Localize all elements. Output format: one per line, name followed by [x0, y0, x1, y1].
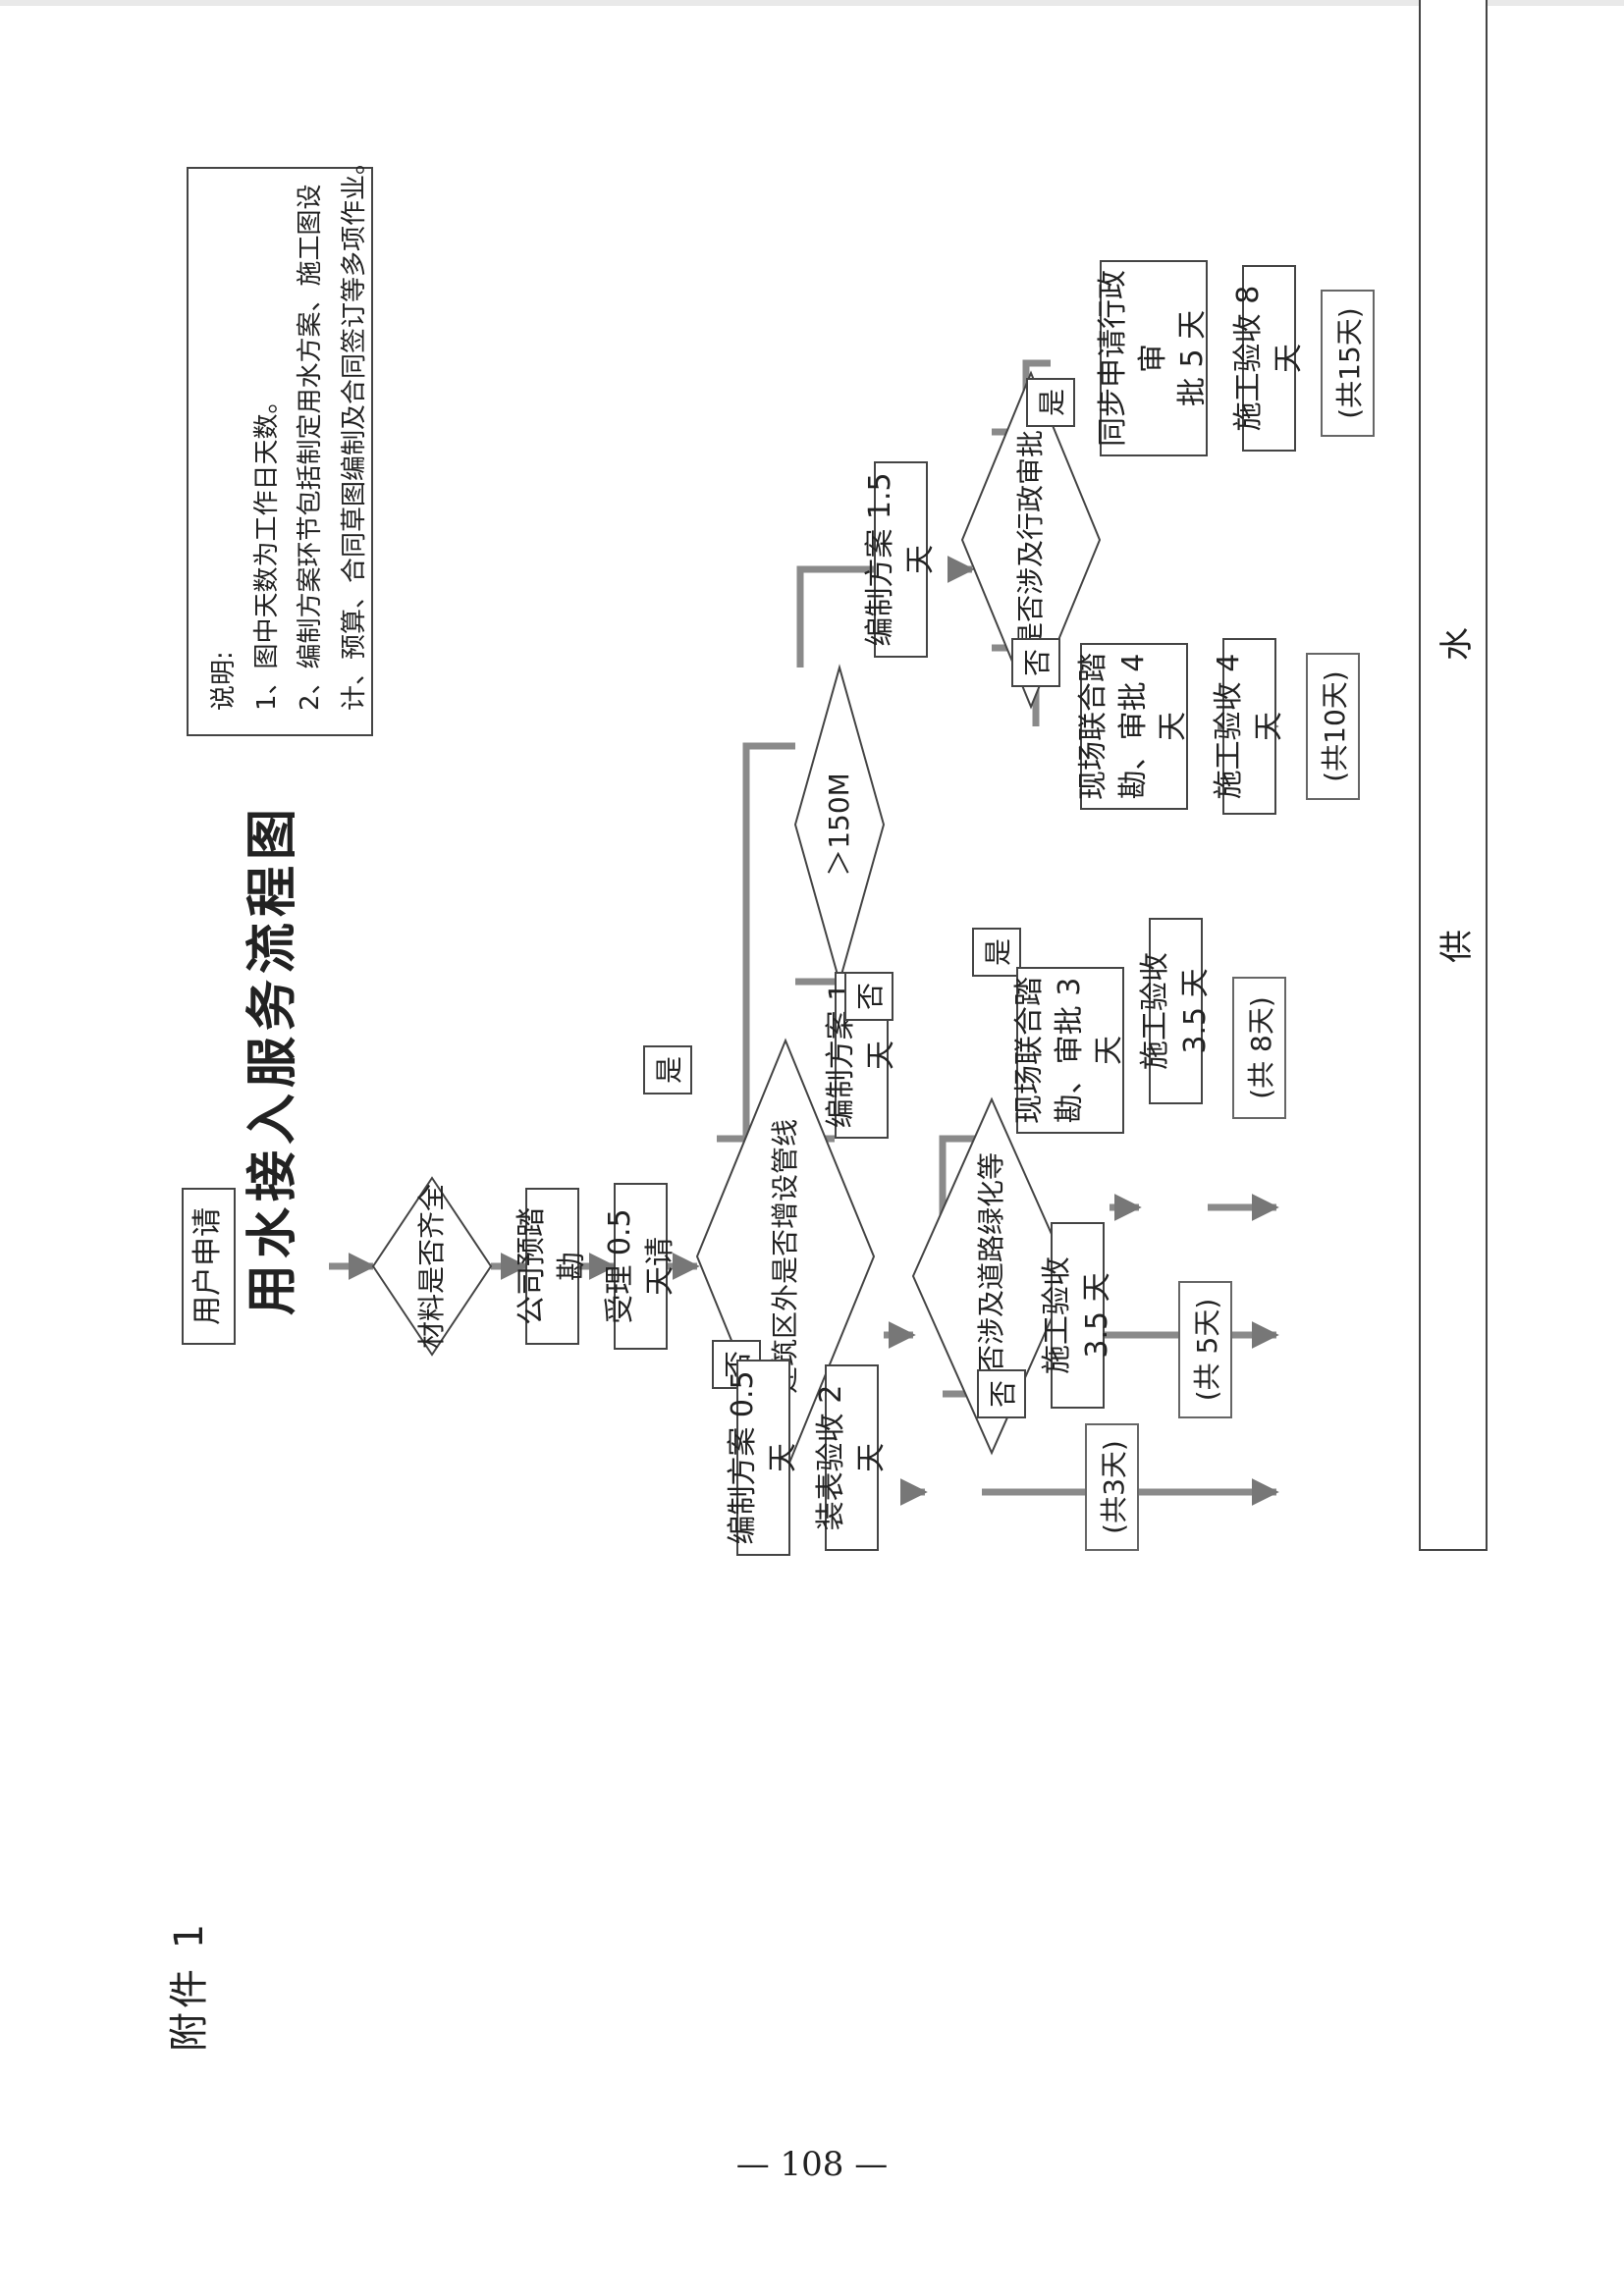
- flowchart-canvas: 附件 1 用水接入服务流程图 说明: 1、图中天数为工作日天数。 2、编制方案环…: [108, 0, 1532, 2120]
- total-5-days: (共 5天): [1178, 1281, 1232, 1418]
- attachment-label: 附件 1: [167, 1919, 212, 2052]
- diamond-materials: [371, 1176, 493, 1357]
- node-meter-inspect: 装表验收 2 天: [814, 1364, 889, 1551]
- node-construct-accept-4: 施工验收 4 天: [1212, 638, 1286, 815]
- node-construct-accept-35a: 施工验收 3.5 天: [1040, 1222, 1114, 1409]
- total-3-days: (共3天): [1085, 1423, 1139, 1551]
- tag-150m-no: 否: [844, 972, 893, 1021]
- diamond-admin: [960, 370, 1102, 710]
- node-construct-accept-8: 施工验收 8 天: [1231, 265, 1306, 452]
- tag-admin-yes: 是: [1026, 378, 1075, 427]
- scan-edge: [0, 0, 1624, 6]
- page-number: — 108 —: [735, 2145, 889, 2184]
- decision-materials-label: 材料是否齐全: [414, 1184, 448, 1350]
- total-15-days: (共15天): [1321, 290, 1375, 437]
- decision-150m-label: ＞150M: [822, 773, 855, 877]
- node-plan-half-day: 编制方案 0.5 天: [726, 1360, 800, 1556]
- tag-road-no: 否: [977, 1369, 1026, 1418]
- node-plan-15-day: 编制方案 1.5 天: [863, 461, 938, 658]
- node-accept: 受理 0.5 天请: [603, 1183, 677, 1350]
- connector-to-150m: [742, 742, 795, 1139]
- total-8-days: (共 8天): [1232, 977, 1286, 1119]
- notes-line-2: 2、编制方案环节包括制定用水方案、施工图设: [296, 184, 326, 711]
- tag-road-yes: 是: [972, 928, 1021, 977]
- notes-line-3: 计、预算、合同草图编制及合同签订等多项作业。: [339, 148, 369, 711]
- connector-150m-yes: [796, 565, 884, 667]
- node-company-survey: 公司预踏勘: [514, 1188, 589, 1345]
- tag-pipeline-yes: 是: [643, 1045, 692, 1095]
- node-joint-survey-3: 现场联合踏 勘、审批 3 天: [1012, 967, 1126, 1134]
- notes-box: 说明: 1、图中天数为工作日天数。 2、编制方案环节包括制定用水方案、施工图设 …: [187, 148, 373, 736]
- node-user-apply: 用户申请: [182, 1188, 236, 1345]
- tag-admin-no: 否: [1011, 638, 1060, 687]
- page-title: 用水接入服务流程图: [244, 802, 302, 1315]
- node-water-supply: 供 水: [1419, 0, 1488, 1551]
- diamond-150m: [793, 664, 886, 986]
- node-construct-accept-35b: 施工验收 3.5 天: [1138, 918, 1213, 1104]
- node-joint-survey-4: 现场联合踏 勘、审批 4 天: [1076, 643, 1190, 810]
- node-sync-admin: 同步申请行政审 批 5 天: [1096, 260, 1210, 456]
- total-10-days: (共10天): [1306, 653, 1360, 800]
- notes-heading: 说明:: [209, 651, 239, 711]
- notes-line-1: 1、图中天数为工作日天数。: [252, 388, 283, 711]
